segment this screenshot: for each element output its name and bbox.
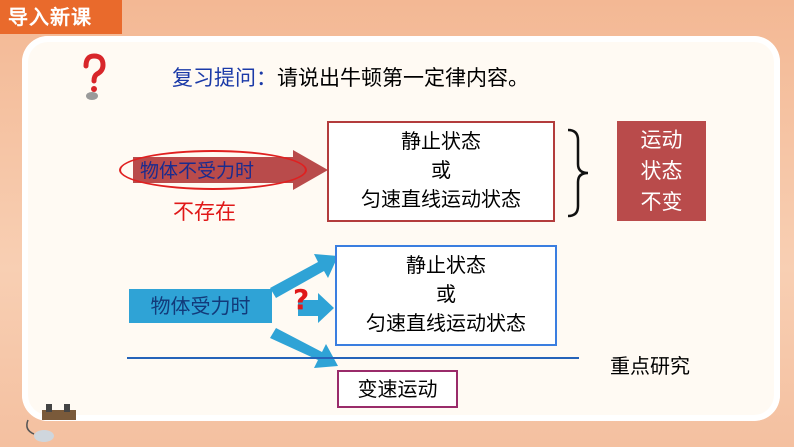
state-line-1: 静止状态 [401,129,481,153]
state-line-2: 或 [431,158,451,182]
divider-line [127,357,579,359]
result-line-1: 运动 [640,128,683,152]
force-label: 物体受力时 [129,289,272,323]
brace-icon [567,128,589,218]
question-figure-icon [83,53,106,100]
content-panel [15,29,787,428]
variable-motion-box: 变速运动 [337,370,458,408]
review-text: 请说出牛顿第一定律内容。 [277,66,529,90]
state2-line-3: 匀速直线运动状态 [366,311,526,335]
review-prefix: 复习提问： [172,66,277,90]
state-box: 静止状态 或 匀速直线运动状态 [327,121,555,222]
not-exist-label: 不存在 [173,200,236,224]
no-force-ellipse [119,150,307,190]
apparatus-icon [26,404,76,442]
state2-line-2: 或 [436,282,456,306]
section-tab-label: 导入新课 [8,5,92,29]
no-force-label: 物体不受力时 [140,160,255,182]
state-box-2: 静止状态 或 匀速直线运动状态 [335,245,557,346]
state-line-3: 匀速直线运动状态 [361,187,521,211]
result-box: 运动 状态 不变 [617,121,706,221]
result-line-2: 状态 [640,159,683,183]
result-line-3: 不变 [640,190,683,214]
section-tab: 导入新课 [0,0,122,34]
key-study-label: 重点研究 [610,354,690,378]
review-question: 复习提问：请说出牛顿第一定律内容。 [172,62,529,92]
force-question-mark: ? [293,283,310,316]
variable-motion-label: 变速运动 [357,377,438,401]
state2-line-1: 静止状态 [406,253,486,277]
